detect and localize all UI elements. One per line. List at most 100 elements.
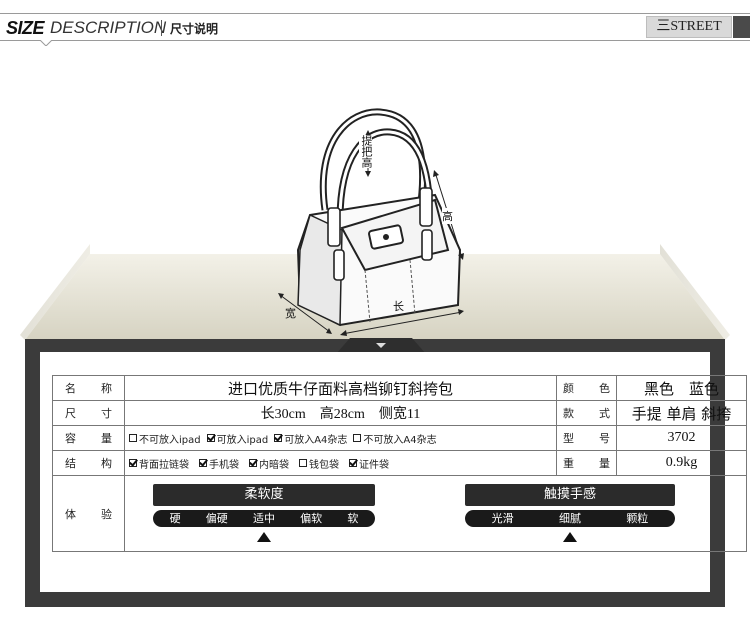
touch-bar: 光滑 细腻 颗粒 <box>465 510 675 527</box>
touch-scale-step: 光滑 <box>491 512 514 525</box>
header-separator <box>161 20 162 36</box>
height-label: 高 <box>442 208 453 224</box>
unchecked-box-icon <box>299 459 307 467</box>
capacity-options-cell: 不可放入ipad 可放入ipad 可放入A4杂志 不可放入A4杂志 <box>124 425 557 451</box>
checked-box-icon <box>206 434 215 442</box>
name-label-1: 名 <box>65 382 76 395</box>
name-value: 进口优质牛仔面料高档铆钉斜挎包 <box>124 375 557 401</box>
spec-table: 名称 进口优质牛仔面料高档铆钉斜挎包 颜色 黑色 蓝色 尺寸 长30cm 高28… <box>52 375 747 552</box>
capacity-option-label: 不可放入ipad <box>139 434 201 446</box>
table-row: 体验 柔软度 硬偏硬适中偏软软 触摸手感 光滑细腻颗粒 <box>52 475 747 552</box>
checked-box-icon <box>129 459 137 467</box>
model-label-2: 号 <box>599 432 610 445</box>
capacity-label-1: 容 <box>65 432 76 445</box>
table-row: 名称 进口优质牛仔面料高档铆钉斜挎包 颜色 黑色 蓝色 <box>52 375 747 401</box>
structure-option: 手机袋 <box>199 456 239 471</box>
experience-label-cell: 体验 <box>52 475 125 552</box>
touch-title: 触摸手感 <box>465 484 675 506</box>
capacity-option: 可放入ipad <box>206 431 268 446</box>
weight-value: 0.9kg <box>616 450 747 476</box>
softness-scale-step: 软 <box>347 512 359 525</box>
unchecked-box-icon <box>353 434 362 442</box>
header-title-bold: SIZE <box>6 18 45 38</box>
touch-pointer-icon <box>562 532 577 542</box>
header-notch-icon <box>40 40 52 46</box>
model-label-cell: 型号 <box>556 425 617 451</box>
structure-options: 背面拉链袋 手机袋 内暗袋 钱包袋 证件袋 <box>129 456 552 471</box>
style-value: 手提 单肩 斜挎 <box>616 400 747 426</box>
structure-option-label: 背面拉链袋 <box>139 459 189 471</box>
experience-cell: 柔软度 硬 偏硬 适中 偏软 软 触摸手感 光滑 细腻 颗粒 <box>124 475 747 552</box>
capacity-option: 不可放入ipad <box>129 431 201 446</box>
size-label-1: 尺 <box>65 407 76 420</box>
size-label-2: 寸 <box>101 407 112 420</box>
structure-option-label: 钱包袋 <box>309 459 339 471</box>
length-label: 长 <box>393 300 404 313</box>
softness-scale-step: 硬 <box>169 512 181 525</box>
color-label-cell: 颜色 <box>556 375 617 401</box>
style-label-cell: 款式 <box>556 400 617 426</box>
experience-label-1: 体 <box>65 507 76 521</box>
softness-scale-step: 偏硬 <box>205 512 228 525</box>
size-value: 长30cm 高28cm 侧宽11 <box>124 400 557 426</box>
handle-height-label: 提把高 <box>359 135 373 168</box>
softness-bar: 硬 偏硬 适中 偏软 软 <box>153 510 375 527</box>
structure-label-1: 结 <box>65 457 76 470</box>
width-label: 宽 <box>285 307 296 320</box>
structure-option: 内暗袋 <box>249 456 289 471</box>
color-value: 黑色 蓝色 <box>616 375 747 401</box>
touch-scale: 触摸手感 光滑 细腻 颗粒 <box>465 484 675 548</box>
softness-scale-step: 适中 <box>252 512 275 525</box>
structure-label-cell: 结构 <box>52 450 125 476</box>
header-title-light: DESCRIPTION <box>50 18 167 37</box>
weight-label-cell: 重量 <box>556 450 617 476</box>
color-label-1: 颜 <box>563 382 574 395</box>
weight-label-1: 重 <box>563 457 574 470</box>
model-label-1: 型 <box>563 432 574 445</box>
capacity-option: 可放入A4杂志 <box>274 431 347 446</box>
structure-option-label: 证件袋 <box>359 459 389 471</box>
experience-label-2: 验 <box>101 507 112 521</box>
structure-option: 背面拉链袋 <box>129 456 189 471</box>
header-rule-bottom <box>0 40 750 41</box>
name-label-2: 称 <box>101 382 112 395</box>
structure-option: 证件袋 <box>349 456 389 471</box>
structure-options-cell: 背面拉链袋 手机袋 内暗袋 钱包袋 证件袋 <box>124 450 557 476</box>
touch-scale-step: 细腻 <box>558 512 581 525</box>
checked-box-icon <box>199 459 207 467</box>
model-value: 3702 <box>616 425 747 451</box>
brand-logo-block <box>733 16 750 38</box>
tab-down-arrow-icon <box>336 338 426 354</box>
capacity-options: 不可放入ipad 可放入ipad 可放入A4杂志 不可放入A4杂志 <box>129 431 552 446</box>
softness-scale-step: 偏软 <box>300 512 323 525</box>
header-rule-top <box>0 13 750 14</box>
name-label-cell: 名称 <box>52 375 125 401</box>
checked-box-icon <box>249 459 257 467</box>
header-title-cn: 尺寸说明 <box>170 22 219 36</box>
checked-box-icon <box>349 459 357 467</box>
capacity-label-cell: 容量 <box>52 425 125 451</box>
color-label-2: 色 <box>599 382 610 395</box>
weight-label-2: 量 <box>599 457 610 470</box>
brand-logo: 三STREET <box>646 16 732 38</box>
softness-pointer-icon <box>256 532 271 542</box>
capacity-option-label: 可放入A4杂志 <box>284 434 348 446</box>
size-label-cell: 尺寸 <box>52 400 125 426</box>
style-label-2: 式 <box>599 407 610 420</box>
touch-scale-step: 颗粒 <box>626 512 649 525</box>
unchecked-box-icon <box>129 434 137 442</box>
table-row: 尺寸 长30cm 高28cm 侧宽11 款式 手提 单肩 斜挎 <box>52 400 747 426</box>
capacity-option: 不可放入A4杂志 <box>353 431 437 446</box>
structure-option-label: 内暗袋 <box>259 459 289 471</box>
softness-title: 柔软度 <box>153 484 375 506</box>
capacity-option-label: 不可放入A4杂志 <box>363 434 437 446</box>
style-label-1: 款 <box>563 407 574 420</box>
checked-box-icon <box>274 434 283 442</box>
softness-scale: 柔软度 硬 偏硬 适中 偏软 软 <box>153 484 375 548</box>
structure-option: 钱包袋 <box>299 456 339 471</box>
structure-label-2: 构 <box>101 457 112 470</box>
table-row: 结构 背面拉链袋手机袋内暗袋钱包袋证件袋 重量 0.9kg <box>52 450 747 476</box>
structure-option-label: 手机袋 <box>209 459 239 471</box>
